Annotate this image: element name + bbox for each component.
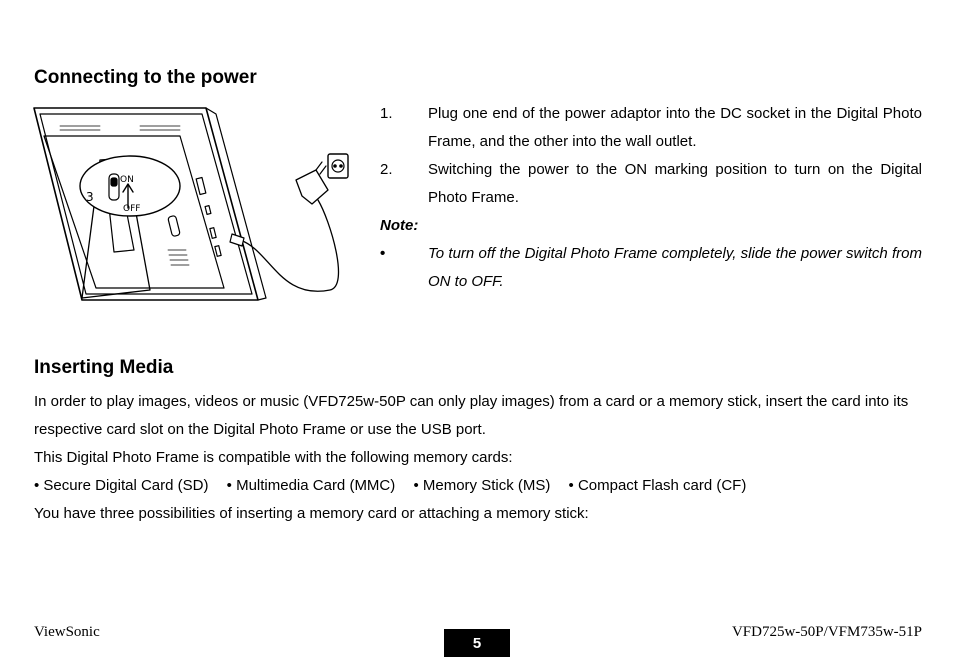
section-title-media: Inserting Media [34,357,174,378]
note-text: To turn off the Digital Photo Frame comp… [428,245,922,290]
power-connection-illustration: 3 ON OFF [30,100,360,310]
callout-number: 3 [86,190,94,204]
card-list: • Secure Digital Card (SD) • Multimedia … [34,472,924,500]
section-title-power: Connecting to the power [34,67,257,88]
step-2: 2. Switching the power to the ON marking… [380,156,922,212]
card-ms: • Memory Stick (MS) [413,477,551,494]
media-body: In order to play images, videos or music… [34,388,924,528]
step-number: 1. [380,105,393,122]
media-paragraph-3: You have three possibilities of insertin… [34,505,589,522]
footer-brand: ViewSonic [34,624,100,640]
step-1: 1. Plug one end of the power adaptor int… [380,100,922,156]
note-bullet: • [380,245,386,262]
switch-on-label: ON [120,175,134,185]
media-paragraph-2: This Digital Photo Frame is compatible w… [34,449,513,466]
card-cf: • Compact Flash card (CF) [568,477,747,494]
card-mmc: • Multimedia Card (MMC) [226,477,396,494]
switch-off-label: OFF [123,204,140,214]
step-text: Switching the power to the ON marking po… [428,161,922,206]
page-number: 5 [444,629,510,657]
step-text: Plug one end of the power adaptor into t… [428,105,922,150]
step-number: 2. [380,161,393,178]
card-sd: • Secure Digital Card (SD) [34,477,209,494]
power-steps: 1. Plug one end of the power adaptor int… [380,100,922,296]
footer-model: VFD725w-50P/VFM735w-51P [731,624,922,640]
media-paragraph-1: In order to play images, videos or music… [34,393,909,438]
note-item: • To turn off the Digital Photo Frame co… [380,240,922,296]
note-label: Note: [380,217,419,234]
